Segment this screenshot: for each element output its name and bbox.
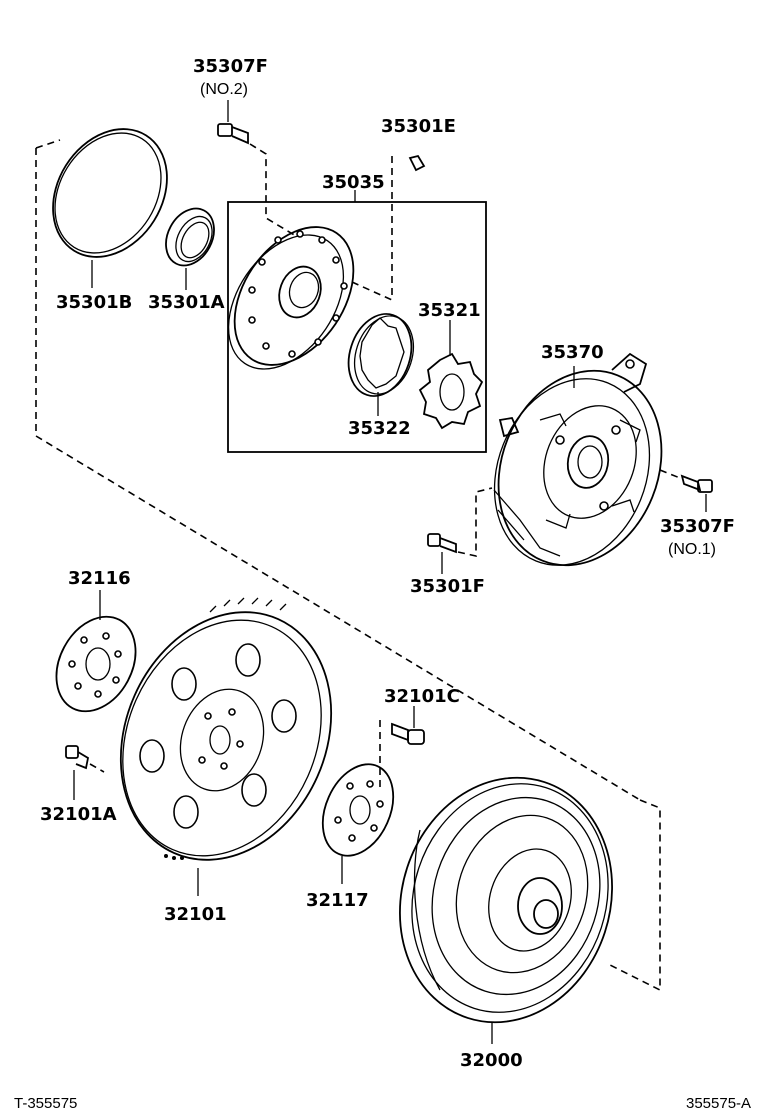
oil-seal-35301a[interactable] xyxy=(156,200,223,290)
label-32116: 32116 xyxy=(68,568,131,589)
footer-left-code: T-355575 xyxy=(14,1095,77,1112)
label-35035: 35035 xyxy=(322,172,385,193)
oil-pump-assembly-35370[interactable] xyxy=(467,346,689,590)
label-35307f-no1: 35307F xyxy=(660,516,735,537)
label-32117: 32117 xyxy=(306,890,369,911)
driven-gear-35322[interactable] xyxy=(338,306,423,416)
pump-body-plate[interactable] xyxy=(205,205,378,390)
label-35321: 35321 xyxy=(418,300,481,321)
bolt-35307f-no1[interactable] xyxy=(659,469,713,512)
bolt-32101a[interactable] xyxy=(65,745,105,800)
plate-32116[interactable] xyxy=(41,590,152,725)
drive-gear-35321[interactable] xyxy=(418,320,484,430)
label-35301e: 35301E xyxy=(381,116,456,137)
torque-converter-32000[interactable] xyxy=(369,750,643,1050)
label-32101c: 32101C xyxy=(384,686,460,707)
assembly-frame xyxy=(35,139,661,992)
part-labels: 35307F (NO.2) 35301E 35035 35301B 35301A… xyxy=(40,56,735,1071)
o-ring-35301b[interactable] xyxy=(30,108,190,288)
label-32101: 32101 xyxy=(164,904,227,925)
bolt-32101c[interactable] xyxy=(379,706,425,790)
bolt-35301f[interactable] xyxy=(427,487,493,574)
pin-35301e[interactable] xyxy=(351,154,426,301)
label-35301a: 35301A xyxy=(148,292,225,313)
label-35301b: 35301B xyxy=(56,292,132,313)
label-32000: 32000 xyxy=(460,1050,523,1071)
kit-box-35035 xyxy=(227,190,487,453)
label-35307f-no1-sub: (NO.1) xyxy=(668,541,716,558)
footer-right-code: 355575-A xyxy=(686,1095,751,1112)
label-35370: 35370 xyxy=(541,342,604,363)
drive-plate-32101[interactable] xyxy=(83,578,370,896)
label-35307f-no2-sub: (NO.2) xyxy=(200,81,248,98)
label-35301f: 35301F xyxy=(410,576,485,597)
label-35322: 35322 xyxy=(348,418,411,439)
label-35307f-no2: 35307F xyxy=(193,56,268,77)
plate-32117[interactable] xyxy=(309,753,407,884)
label-32101a: 32101A xyxy=(40,804,117,825)
bolt-35307f-no2[interactable] xyxy=(217,100,297,237)
